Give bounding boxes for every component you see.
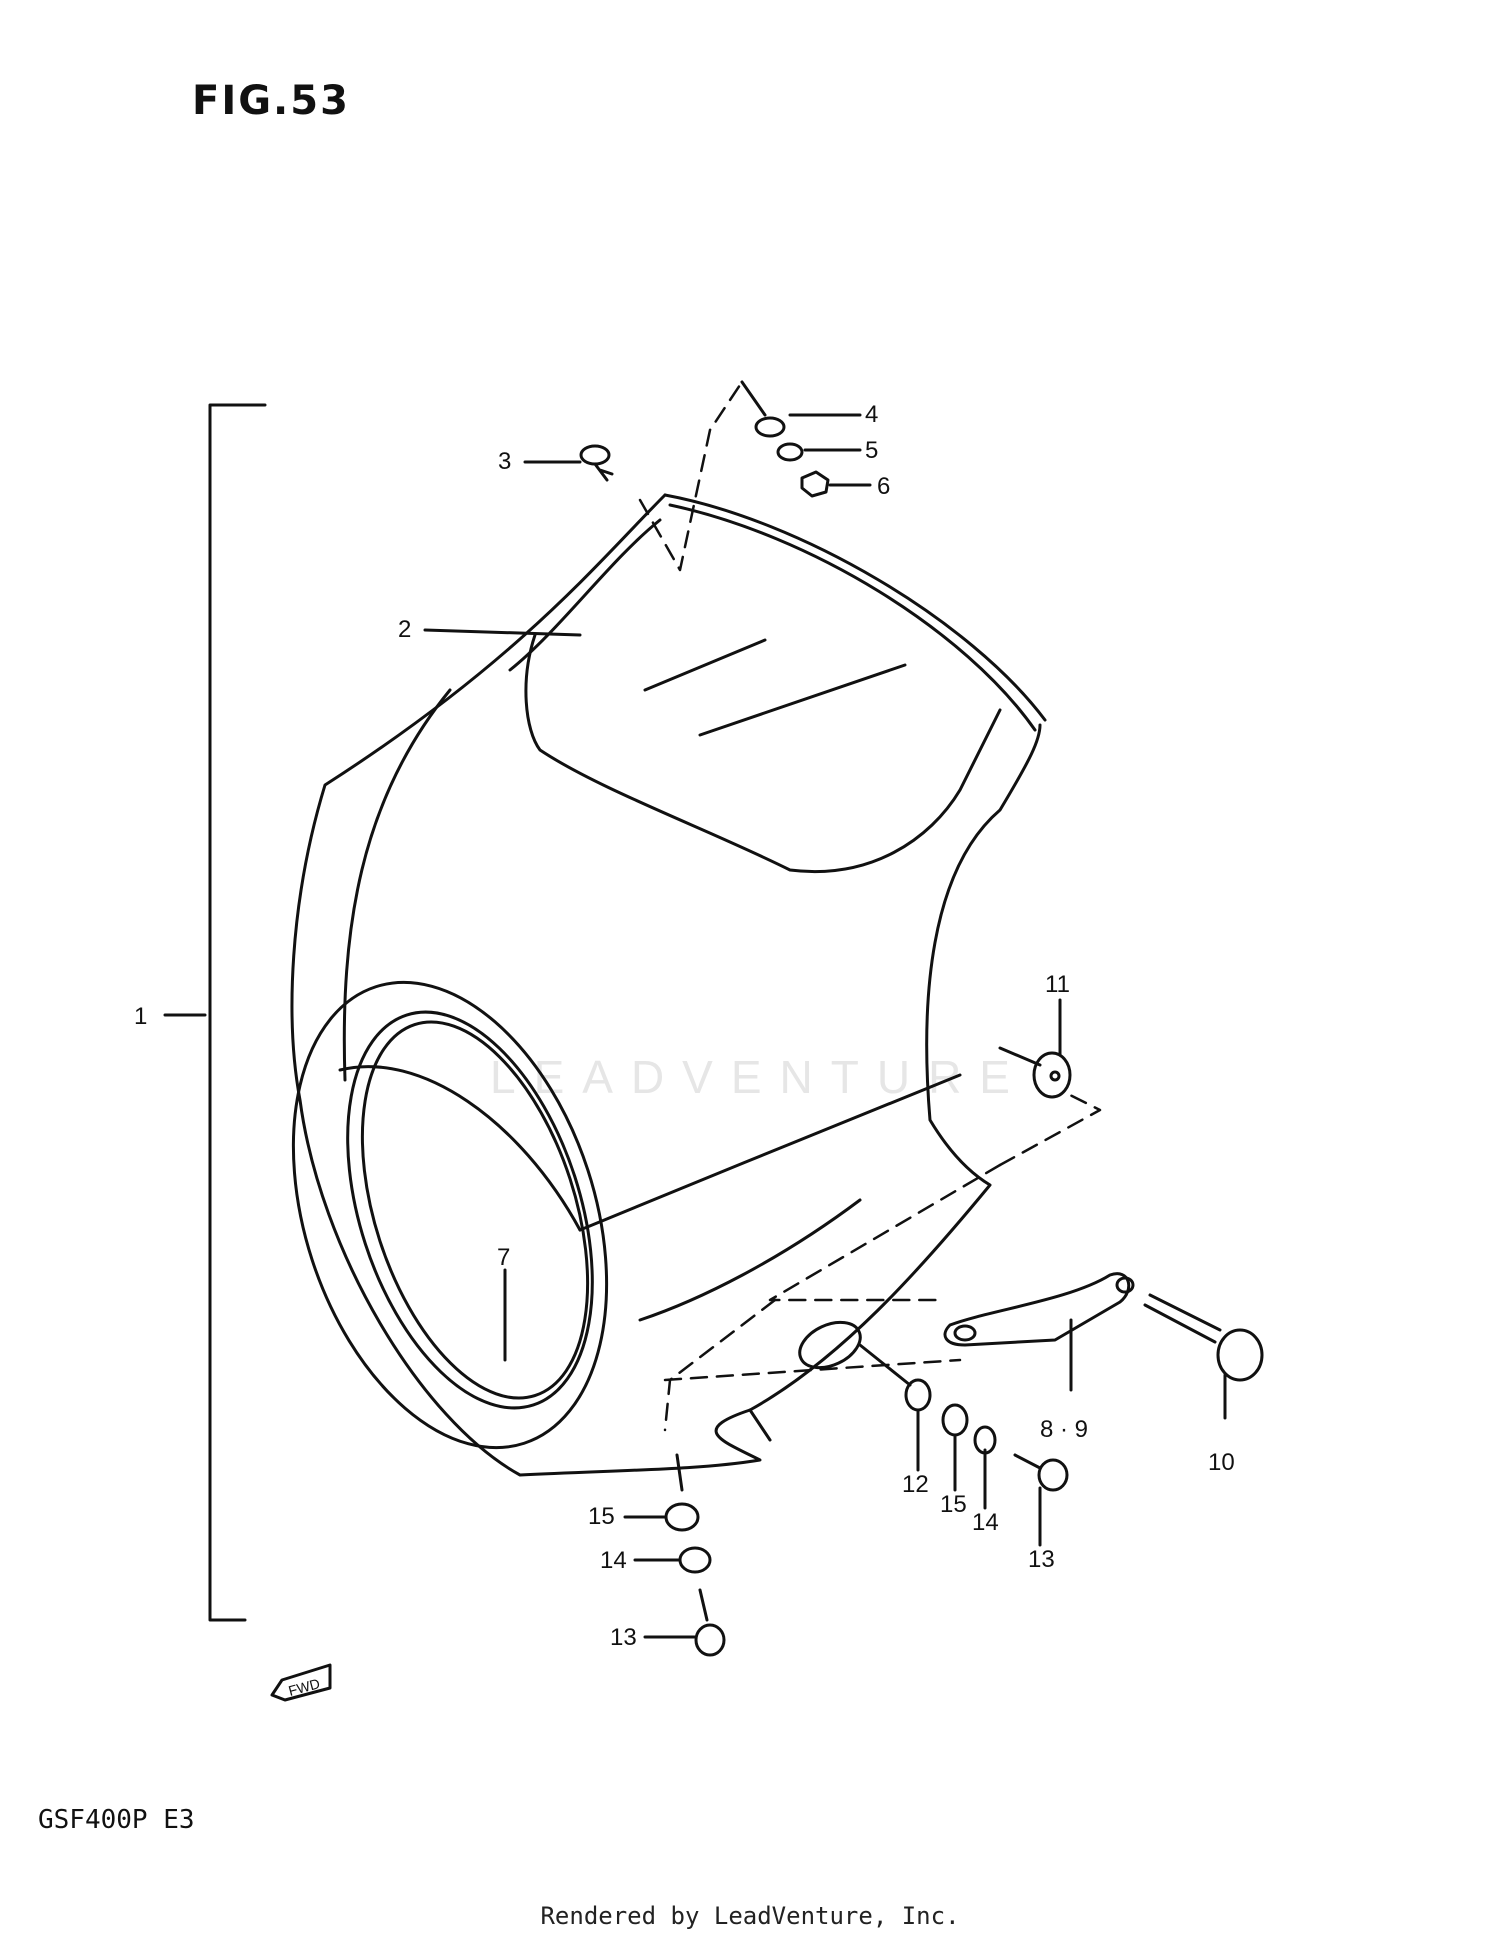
callout-13b: 13: [1028, 1546, 1055, 1573]
washer-15b: [941, 1403, 969, 1437]
windscreen: [524, 633, 1002, 873]
callout-14a: 14: [600, 1547, 627, 1574]
model-code: GSF400P E3: [38, 1805, 195, 1835]
callout-13a: 13: [610, 1624, 637, 1651]
bolt-10: [1143, 1293, 1264, 1382]
washer-14a: [678, 1546, 712, 1574]
callout-14b: 14: [972, 1509, 999, 1536]
callout-8-9: 8 · 9: [1040, 1416, 1088, 1443]
callout-1: 1: [134, 1003, 147, 1030]
screw-3: [579, 444, 614, 482]
washer-15a: [664, 1502, 700, 1532]
bolt-13a: [694, 1588, 726, 1657]
windscreen-edge: [663, 493, 1047, 722]
bolt-13b: [1013, 1453, 1069, 1492]
callout-15a: 15: [588, 1503, 615, 1530]
figure-title: FIG.53: [192, 78, 350, 124]
callout-11: 11: [1045, 971, 1070, 998]
washer-12: [904, 1378, 932, 1412]
callout-6: 6: [877, 473, 890, 500]
fwd-arrow: [270, 1663, 332, 1702]
assembly-bracket: [208, 403, 267, 1622]
callout-2: 2: [398, 616, 411, 643]
washer-5: [776, 442, 804, 462]
footer-credit: Rendered by LeadVenture, Inc.: [540, 1902, 960, 1930]
cowl-body: [290, 493, 1042, 1477]
callout-3: 3: [498, 448, 511, 475]
bracket-8-9: [943, 1272, 1131, 1347]
headlight-lens: [346, 1010, 594, 1410]
callout-15b: 15: [940, 1491, 967, 1518]
callout-7: 7: [497, 1244, 510, 1271]
fwd-label: FWD: [287, 1675, 322, 1699]
washer-4: [754, 416, 786, 438]
headlight-rim: [291, 980, 609, 1450]
callout-12: 12: [902, 1471, 929, 1498]
watermark: LEADVENTURE: [490, 1051, 1028, 1103]
callout-4: 4: [865, 401, 878, 428]
bolt-11: [998, 1046, 1072, 1099]
nut-6: [800, 470, 830, 498]
callout-5: 5: [865, 437, 878, 464]
callout-10: 10: [1208, 1449, 1235, 1476]
